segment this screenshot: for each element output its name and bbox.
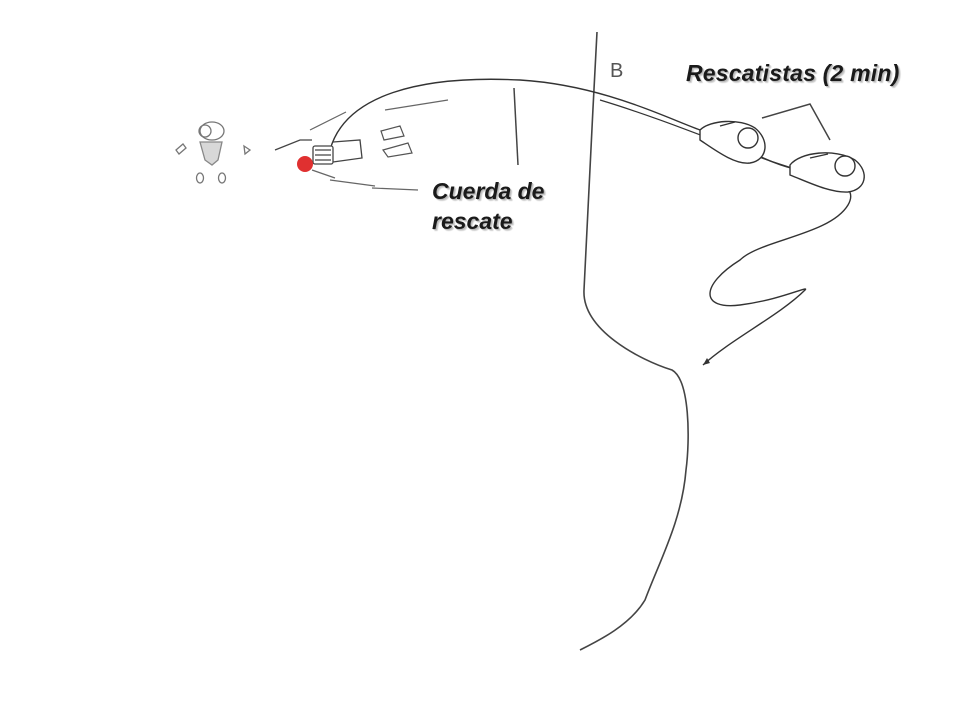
hand-icon [274, 139, 363, 165]
motion-line [311, 169, 336, 179]
rope-pointer-line [513, 87, 519, 166]
shoreline [579, 31, 689, 651]
motion-line [384, 99, 449, 111]
motion-line [329, 179, 376, 187]
swimmer-figure-icon [175, 121, 252, 184]
point-b-label: B [610, 60, 624, 82]
motion-line [371, 187, 419, 191]
rescuers-pointer-line [761, 103, 831, 141]
rescue-rope-label-line1: Cuerda de [432, 178, 545, 204]
victim-marker [297, 156, 313, 172]
rescue-rope-label: Cuerda de rescate [432, 176, 544, 236]
rescuer-figure-icon [789, 152, 865, 193]
rescue-rope-label-line2: rescate [432, 208, 513, 234]
motion-line [309, 111, 347, 131]
rescue-rope [329, 78, 852, 366]
rescuers-label: Rescatistas (2 min) [686, 60, 900, 86]
rescuer-figure-icon [699, 120, 766, 164]
fins-icon [380, 125, 413, 158]
rope-arrow-icon [703, 358, 710, 365]
